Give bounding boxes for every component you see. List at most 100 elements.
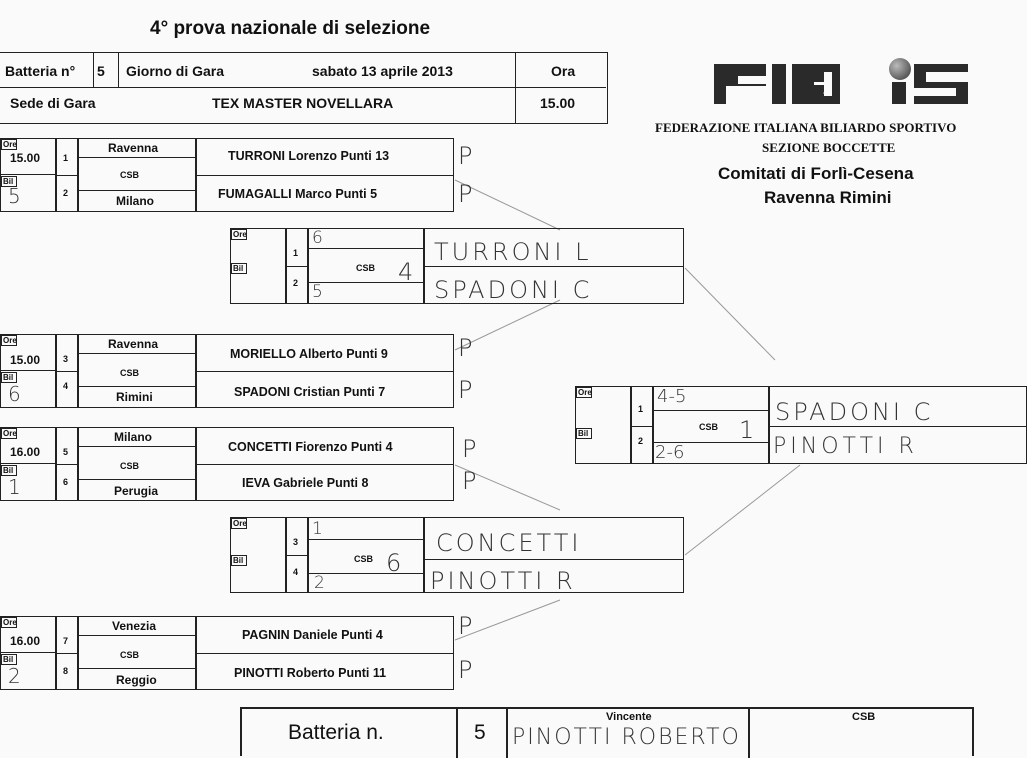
presence-mark: P — [458, 180, 473, 208]
match-time: 16.00 — [10, 445, 41, 459]
city: Rimini — [116, 390, 153, 404]
presence-mark: P — [458, 376, 473, 404]
player-name: PINOTTI Roberto Punti 11 — [234, 666, 387, 680]
vincente-label: Vincente — [606, 711, 652, 723]
player-name: SPADONI Cristian Punti 7 — [234, 385, 386, 399]
federation-name: FEDERAZIONE ITALIANA BILIARDO SPORTIVO — [655, 120, 957, 135]
csb-value: 1 — [739, 416, 755, 444]
giorno-label: Giorno di Gara — [126, 63, 225, 79]
semi-number: 2 — [293, 278, 299, 288]
footer-table: Batteria n. 5 Vincente PINOTTI ROBERTO C… — [240, 707, 974, 758]
ore-label: Ore — [1, 428, 17, 439]
presence-mark: P — [458, 612, 473, 640]
player-number: 3 — [63, 354, 69, 364]
player-name: TURRONI Lorenzo Punti 13 — [228, 149, 390, 163]
csb-label: CSB — [699, 422, 719, 432]
sede-value: TEX MASTER NOVELLARA — [212, 95, 394, 111]
ora-label: Ora — [551, 63, 576, 79]
vincente-name: PINOTTI ROBERTO — [512, 725, 741, 750]
bil-label: Bil — [1, 176, 17, 187]
csb-label: CSB — [356, 263, 376, 273]
ore-label: Ore — [231, 518, 247, 529]
csb-value: 4 — [398, 258, 414, 286]
bil-label: Bil — [1, 654, 17, 665]
csb-label: CSB — [120, 650, 140, 660]
comitati-line1: Comitati di Forlì-Cesena — [718, 164, 914, 183]
player-name: IEVA Gabriele Punti 8 — [242, 476, 369, 490]
player-name: MORIELLO Alberto Punti 9 — [230, 347, 388, 361]
header-table: Batteria n° 5 Giorno di Gara sabato 13 a… — [0, 52, 608, 124]
semi-score: 6 — [312, 228, 323, 248]
semi-score: 1 — [312, 519, 323, 539]
presence-mark: P — [458, 142, 473, 170]
player-number: 4 — [63, 381, 69, 391]
semi-winner: SPADONI C — [434, 276, 593, 304]
bil-label: Bil — [1, 465, 17, 476]
batteria-number: 5 — [97, 63, 105, 79]
presence-mark: P — [458, 334, 473, 362]
fibis-logo: ⚭ — [714, 58, 968, 106]
semi-number: 1 — [293, 248, 299, 258]
final-score: 2-6 — [655, 442, 685, 463]
bil-label: Bil — [231, 263, 247, 274]
match-time: 15.00 — [10, 151, 41, 165]
ore-label: Ore — [1, 139, 17, 150]
city: Perugia — [114, 484, 159, 498]
player-number: 2 — [63, 188, 69, 198]
player-number: 6 — [63, 477, 69, 487]
city: Ravenna — [108, 337, 159, 351]
bil-number: 1 — [8, 475, 21, 499]
footer-batteria-label: Batteria n. — [288, 721, 384, 744]
ore-label: Ore — [576, 387, 592, 398]
final-winner: SPADONI C — [775, 398, 934, 426]
final-score: 4-5 — [657, 386, 687, 407]
ore-label: Ore — [1, 335, 17, 346]
csb-label: CSB — [120, 461, 140, 471]
csb-value: 6 — [386, 549, 402, 577]
sede-label: Sede di Gara — [10, 95, 96, 111]
comitati-line2: Ravenna Rimini — [764, 188, 892, 207]
player-name: CONCETTI Fiorenzo Punti 4 — [228, 440, 393, 454]
player-number: 1 — [63, 153, 69, 163]
semi-number: 3 — [293, 537, 299, 547]
ore-label: Ore — [1, 617, 17, 628]
bil-label: Bil — [1, 372, 17, 383]
player-number: 7 — [63, 636, 69, 646]
csb-label: CSB — [354, 554, 374, 564]
final-number: 1 — [638, 404, 644, 414]
final-number: 2 — [638, 436, 644, 446]
semi-number: 4 — [293, 567, 299, 577]
bil-label: Bil — [576, 428, 592, 439]
semi-winner: TURRONI L — [434, 238, 592, 266]
semi-score: 2 — [314, 573, 325, 593]
player-name: FUMAGALLI Marco Punti 5 — [218, 187, 378, 201]
city: Reggio — [116, 673, 157, 687]
city: Milano — [116, 194, 154, 208]
ora-value: 15.00 — [540, 95, 576, 111]
csb-label: CSB — [120, 170, 140, 180]
match-time: 15.00 — [10, 353, 41, 367]
city: Venezia — [112, 619, 157, 633]
player-number: 8 — [63, 666, 69, 676]
federation-section: SEZIONE BOCCETTE — [762, 140, 896, 155]
bil-number: 6 — [8, 382, 21, 406]
bil-label: Bil — [231, 555, 247, 566]
semi-score: 5 — [312, 282, 323, 302]
footer-batteria-number: 5 — [474, 721, 486, 744]
bil-number: 2 — [8, 664, 21, 688]
player-name: PAGNIN Daniele Punti 4 — [242, 628, 383, 642]
presence-mark: P — [462, 467, 477, 495]
batteria-label: Batteria n° — [5, 63, 76, 79]
csb-label: CSB — [120, 368, 140, 378]
rings-icon: ⚭ — [822, 88, 830, 98]
presence-mark: P — [458, 656, 473, 684]
city: Milano — [114, 430, 152, 444]
final-winner: PINOTTI R — [773, 434, 918, 459]
semi-winner: PINOTTI R — [430, 567, 576, 595]
giorno-value: sabato 13 aprile 2013 — [312, 63, 453, 79]
match-time: 16.00 — [10, 634, 41, 648]
bil-number: 5 — [8, 184, 21, 208]
ore-label: Ore — [231, 229, 247, 240]
page-title: 4° prova nazionale di selezione — [150, 18, 431, 39]
semi-winner: CONCETTI — [436, 529, 582, 557]
